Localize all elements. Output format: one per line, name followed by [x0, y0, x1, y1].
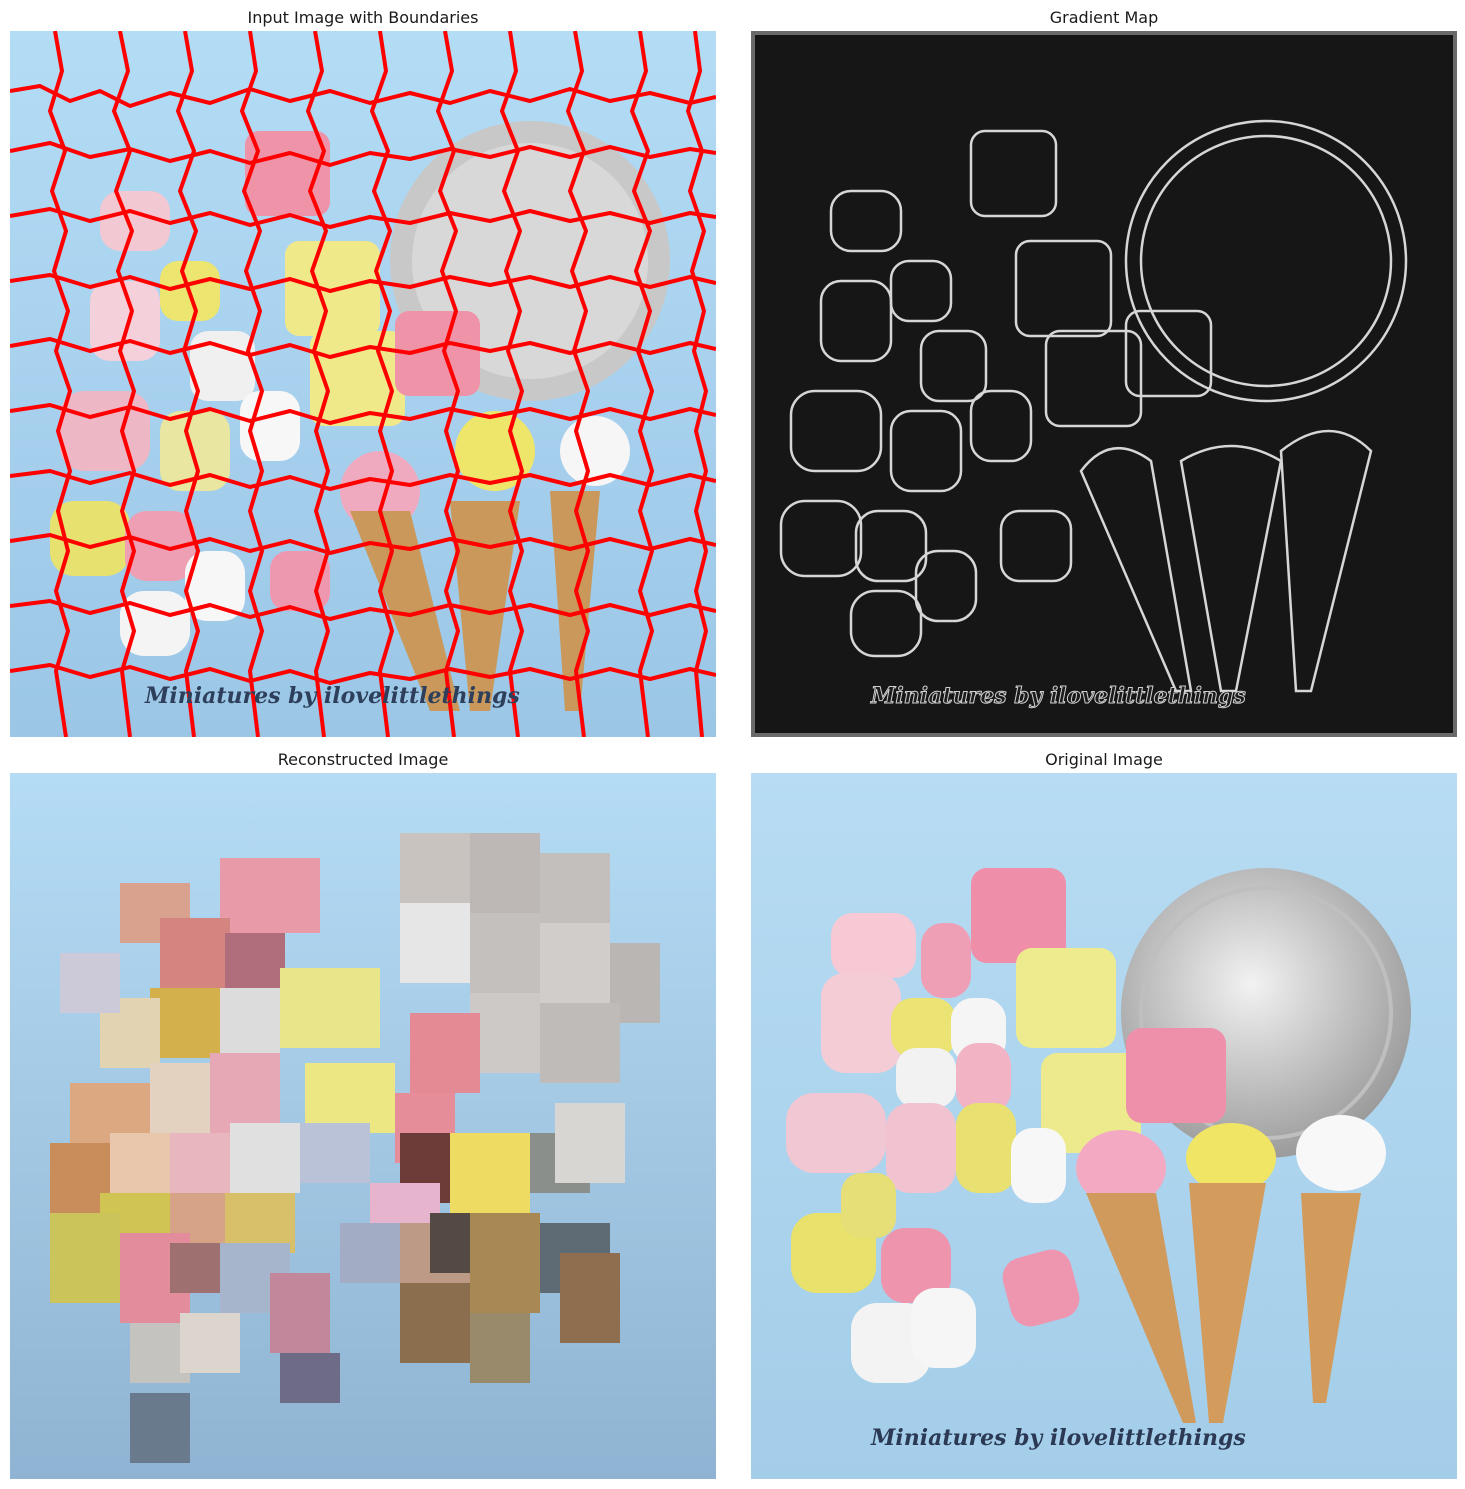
watermark-text: Miniatures by ilovelittlethings	[144, 683, 520, 709]
panel-gradient-map: Gradient Map	[751, 0, 1457, 740]
panel-input-with-boundaries: Input Image with Boundaries	[10, 0, 716, 740]
panel-original: Original Image	[751, 742, 1457, 1482]
watermark-text: Miniatures by ilovelittlethings	[870, 1425, 1246, 1451]
panel-title: Gradient Map	[1049, 8, 1159, 27]
watermark-text: Miniatures by ilovelittlethings	[870, 683, 1246, 709]
panel-title: Input Image with Boundaries	[247, 8, 479, 27]
panel-reconstructed: Reconstructed Image	[10, 742, 716, 1482]
panel-title: Original Image	[1045, 750, 1163, 769]
reconstructed-image	[10, 773, 716, 1479]
panel-title: Reconstructed Image	[277, 750, 449, 769]
original-image: Miniatures by ilovelittlethings	[751, 773, 1457, 1479]
gradient-image: Miniatures by ilovelittlethings	[751, 31, 1457, 737]
input-image: Miniatures by ilovelittlethings	[10, 31, 716, 737]
